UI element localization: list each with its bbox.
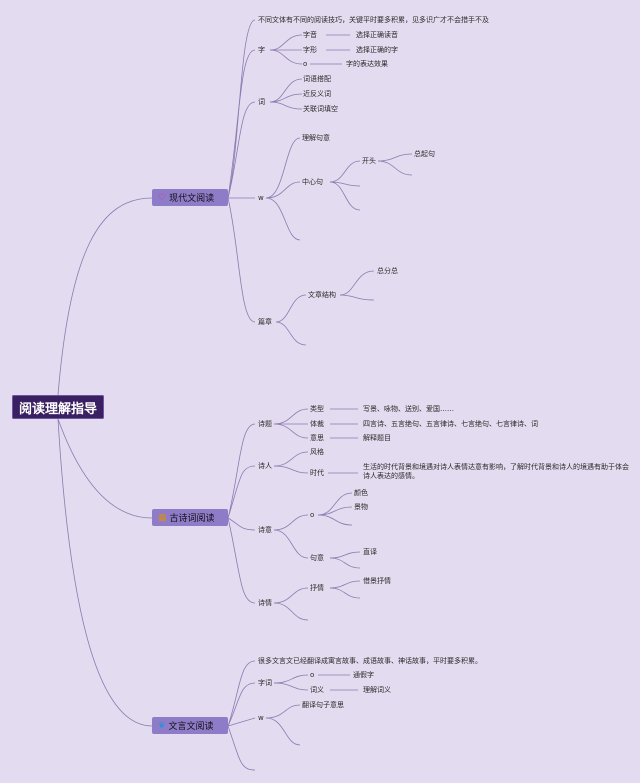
- branch-classical-label: 文言文阅读: [168, 722, 214, 732]
- node-ziyin[interactable]: 字音: [303, 31, 317, 39]
- classical-intro: 很多文言文已经翻译成寓言故事、成语故事、神话故事，平时要多积累。: [258, 657, 482, 665]
- node-shiyi-o[interactable]: o: [310, 511, 315, 519]
- node-style[interactable]: 风格: [310, 448, 324, 456]
- leaf-icon: ❦: [158, 720, 166, 731]
- node-meaning-desc[interactable]: 解释题目: [363, 434, 391, 442]
- node-zixing-desc[interactable]: 选择正确的字: [356, 46, 398, 54]
- node-zixing[interactable]: 字形: [303, 46, 317, 54]
- branch-modern-label: 现代文阅读: [169, 194, 215, 204]
- node-start[interactable]: 开头: [362, 157, 376, 165]
- node-general-sentence[interactable]: 总起句: [414, 150, 435, 158]
- node-structure[interactable]: 文章结构: [308, 291, 336, 299]
- node-ci[interactable]: 词: [258, 98, 265, 106]
- node-word-meaning[interactable]: 词义: [310, 686, 324, 694]
- node-literal[interactable]: 直译: [363, 548, 377, 556]
- node-modern-w[interactable]: w: [258, 194, 264, 202]
- node-zici-o[interactable]: o: [310, 671, 315, 679]
- branch-poetry[interactable]: ▦ 古诗词阅读: [152, 509, 228, 526]
- node-shiti[interactable]: 诗题: [258, 420, 272, 428]
- node-era-desc[interactable]: 生活的时代背景和境遇对诗人表情达意有影响，了解时代背景和诗人的境遇有助于体会诗人…: [363, 463, 629, 480]
- node-poet[interactable]: 诗人: [258, 462, 272, 470]
- node-chapter[interactable]: 篇章: [258, 318, 272, 326]
- node-scene[interactable]: 景物: [354, 503, 368, 511]
- node-translate[interactable]: 翻译句子意思: [302, 701, 344, 709]
- node-ci-synonym[interactable]: 近反义词: [303, 90, 331, 98]
- node-understand-word[interactable]: 理解词义: [363, 686, 391, 694]
- node-understand[interactable]: 理解句意: [302, 134, 330, 142]
- node-zi[interactable]: 字: [258, 46, 265, 54]
- node-poem-meaning[interactable]: 诗意: [258, 526, 272, 534]
- node-ci-collocation[interactable]: 词语搭配: [303, 75, 331, 83]
- node-zi-o[interactable]: o: [303, 60, 308, 68]
- branch-modern[interactable]: ♡ 现代文阅读: [152, 189, 228, 206]
- node-ziyin-desc[interactable]: 选择正确读音: [356, 31, 398, 39]
- node-era[interactable]: 时代: [310, 469, 324, 477]
- node-center-sentence[interactable]: 中心句: [302, 178, 323, 186]
- heart-icon: ♡: [158, 192, 167, 203]
- branch-classical[interactable]: ❦ 文言文阅读: [152, 717, 228, 734]
- node-genre-desc[interactable]: 四言诗、五言绝句、五言律诗、七言绝句、七言律诗、词: [363, 420, 538, 428]
- node-sentence-meaning[interactable]: 句意: [310, 554, 324, 562]
- modern-intro: 不同文体有不同的阅读技巧，关键平时要多积累，见多识广才不会措手不及: [258, 16, 489, 24]
- root-node[interactable]: 阅读理解指导: [12, 395, 104, 419]
- node-poem-emotion[interactable]: 诗情: [258, 599, 272, 607]
- node-genre[interactable]: 体裁: [310, 420, 324, 428]
- node-scene-emotion[interactable]: 借景抒情: [363, 577, 391, 585]
- node-express[interactable]: 抒情: [310, 584, 324, 592]
- node-ci-conjunction[interactable]: 关联词填空: [303, 105, 338, 113]
- node-type-desc[interactable]: 写景、咏物、送别、爱国……: [363, 405, 454, 413]
- node-classical-w[interactable]: w: [258, 714, 264, 722]
- grid-icon: ▦: [158, 512, 167, 523]
- node-zfz[interactable]: 总分总: [377, 267, 398, 275]
- branch-poetry-label: 古诗词阅读: [169, 514, 215, 524]
- node-zici[interactable]: 字词: [258, 679, 272, 687]
- node-color[interactable]: 颜色: [354, 489, 368, 497]
- node-tongjia[interactable]: 通假字: [353, 671, 374, 679]
- node-zi-effect[interactable]: 字的表达效果: [346, 60, 388, 68]
- node-meaning[interactable]: 意思: [310, 434, 324, 442]
- node-type[interactable]: 类型: [310, 405, 324, 413]
